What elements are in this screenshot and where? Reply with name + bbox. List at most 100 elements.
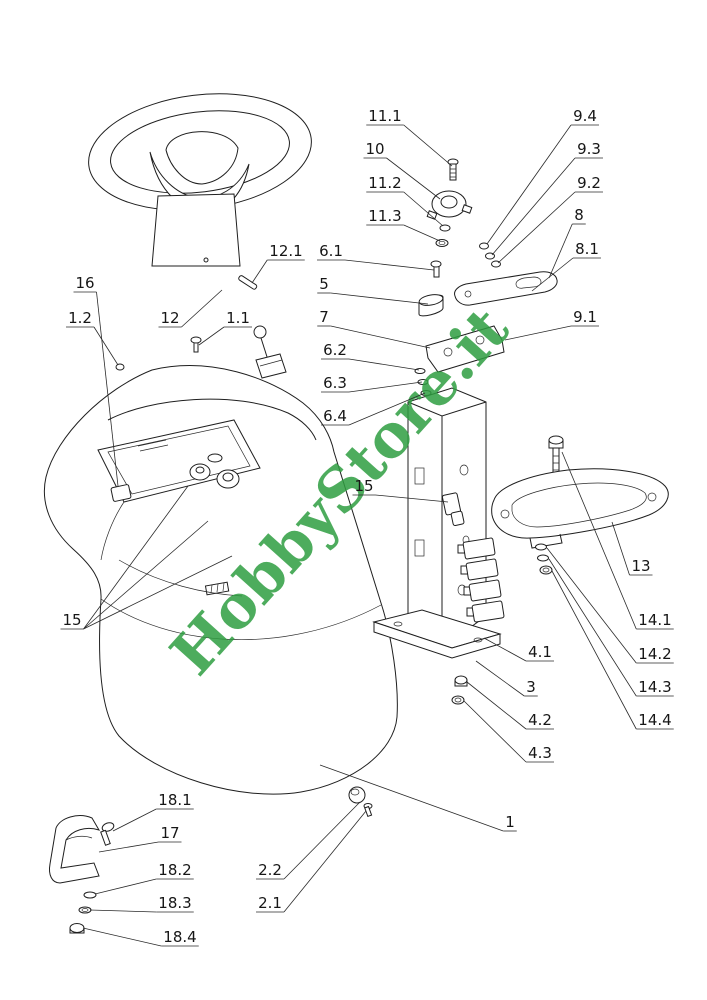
part-label-15: 15 — [352, 477, 449, 503]
leader-line — [283, 810, 367, 913]
part-number-text: 6.2 — [323, 341, 347, 359]
part-label-12: 12 — [158, 289, 223, 328]
leader-line — [283, 801, 361, 880]
leader-line — [96, 291, 119, 487]
leader-line — [551, 570, 637, 730]
part-number-text: 12 — [160, 309, 179, 327]
part-label-18.2: 18.2 — [94, 861, 194, 895]
part-label-10: 10 — [363, 140, 441, 200]
leader-line — [531, 257, 574, 292]
switch-bank-15 — [457, 537, 505, 623]
part-label-18.1: 18.1 — [112, 791, 194, 832]
part-number-text: 4.2 — [528, 711, 552, 729]
part-number-text: 4.1 — [528, 643, 552, 661]
part-number-text: 14.2 — [638, 645, 671, 663]
part-number-text: 12.1 — [269, 242, 302, 260]
part-label-14.3: 14.3 — [548, 558, 674, 697]
part-number-text: 10 — [365, 140, 384, 158]
leader-line — [504, 325, 572, 341]
bolt-18-1 — [101, 822, 115, 832]
part-number-text: 1.2 — [68, 309, 92, 327]
leader-line — [611, 521, 630, 576]
slot-8-1 — [515, 276, 542, 289]
leader-line — [112, 808, 157, 832]
part-number-text: 9.4 — [573, 107, 597, 125]
hub-and-fasteners — [426, 158, 558, 306]
leader-line — [348, 358, 420, 371]
bolt-4-2 — [454, 675, 468, 685]
leader-line — [483, 637, 527, 662]
part-number-text: 15 — [62, 611, 81, 629]
part-label-14.2: 14.2 — [546, 547, 674, 664]
part-number-text: 18.3 — [158, 894, 191, 912]
leader-line — [348, 381, 423, 393]
part-label-6.3: 6.3 — [321, 374, 423, 393]
part-label-18.3: 18.3 — [89, 894, 194, 913]
base-plate-3 — [372, 609, 502, 659]
part-label-9.2: 9.2 — [497, 174, 603, 264]
leader-line — [491, 157, 576, 256]
leader-line — [89, 909, 157, 913]
part-label-9.1: 9.1 — [504, 308, 599, 341]
leader-line — [348, 392, 426, 426]
part-number-text: 9.3 — [577, 140, 601, 158]
screw-1-2 — [115, 363, 125, 371]
bracket-9-1 — [425, 325, 505, 373]
part-label-11.1: 11.1 — [366, 107, 453, 167]
part-number-text: 3 — [526, 678, 536, 696]
part-label-9.3: 9.3 — [491, 140, 603, 256]
leader-line — [403, 191, 444, 227]
part-label-8.1: 8.1 — [531, 240, 601, 292]
part-label-15: 15 — [60, 485, 233, 630]
part-number-text: 1.1 — [226, 309, 250, 327]
part-number-text: 4.3 — [528, 744, 552, 762]
plate-16 — [110, 484, 132, 502]
control-lever-ball — [253, 325, 267, 339]
part-label-4.2: 4.2 — [466, 681, 554, 730]
leader-line — [94, 878, 157, 895]
part-number-text: 7 — [319, 308, 329, 326]
dash-cylinder — [207, 453, 223, 463]
leader-line — [486, 124, 572, 245]
part-label-6.2: 6.2 — [321, 341, 420, 371]
part-label-9.4: 9.4 — [486, 107, 599, 245]
part-number-text: 2.2 — [258, 861, 282, 879]
steering-wheel — [88, 93, 312, 290]
part-label-1: 1 — [319, 764, 517, 832]
pin-12-1 — [238, 275, 258, 290]
part-label-1.2: 1.2 — [66, 309, 119, 366]
footrest-bracket-13 — [491, 435, 669, 575]
part-label-17: 17 — [98, 824, 182, 853]
part-label-14.1: 14.1 — [561, 451, 674, 630]
part-number-text: 18.4 — [163, 928, 196, 946]
part-label-4.3: 4.3 — [463, 700, 554, 763]
leader-line — [344, 259, 435, 271]
part-number-text: 14.1 — [638, 611, 671, 629]
washer-11-3 — [435, 239, 449, 247]
leader-line — [82, 927, 162, 947]
part-number-text: 14.4 — [638, 711, 671, 729]
leader-line — [386, 157, 441, 200]
part-label-12.1: 12.1 — [251, 242, 305, 284]
part-label-7: 7 — [317, 308, 431, 349]
leader-line — [93, 326, 119, 366]
part-label-13: 13 — [611, 521, 653, 576]
leader-line — [375, 494, 449, 503]
washer-14-3 — [537, 554, 549, 562]
part-label-18.4: 18.4 — [82, 927, 199, 947]
part-number-text: 6.4 — [323, 407, 347, 425]
part-number-text: 14.3 — [638, 678, 671, 696]
leader-line — [548, 223, 573, 279]
dash-panel — [97, 419, 261, 503]
nut-4-3 — [451, 695, 465, 705]
part-label-2.2: 2.2 — [256, 801, 361, 880]
washer-18-3 — [78, 906, 92, 914]
nut-14-4 — [539, 565, 553, 575]
part-number-text: 6.1 — [319, 242, 343, 260]
support-column-assembly — [372, 260, 505, 705]
part-number-text: 9.2 — [577, 174, 601, 192]
part-number-text: 11.2 — [368, 174, 401, 192]
part-label-11.3: 11.3 — [366, 207, 441, 242]
